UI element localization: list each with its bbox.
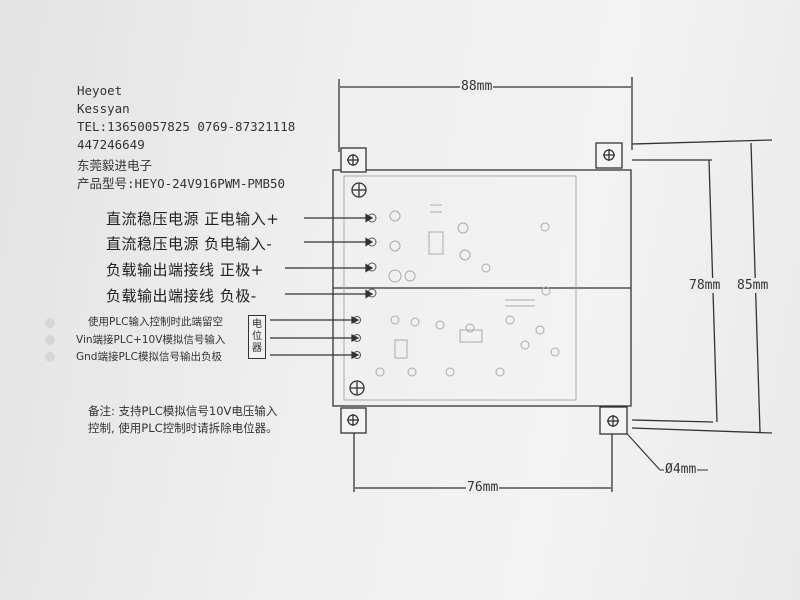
mounting-holes: [347, 149, 619, 427]
terminal-label-neg-out: 负载输出端接线 负极-: [106, 287, 257, 305]
pcb-components: [375, 204, 560, 377]
terminal-label-neg-in: 直流稳压电源 负电输入-: [106, 235, 273, 253]
plc-arrows: [270, 316, 360, 359]
note-line1: 备注: 支持PLC模拟信号10V电压输入: [88, 404, 278, 418]
header-line1: Heyoet: [77, 83, 123, 98]
terminal-label-pos-in: 直流稳压电源 正电输入+: [106, 210, 280, 228]
potentiometer-label: 电位器: [248, 315, 266, 359]
header-model: 产品型号:HEYO-24V916PWM-PMB50: [77, 176, 286, 191]
board-outline: [332, 169, 632, 407]
header-line2: Kessyan: [77, 101, 130, 116]
plc-label-unused: 使用PLC输入控制时此端留空: [88, 316, 224, 328]
plc-label-vin: Vin端接PLC+10V模拟信号输入: [76, 334, 226, 346]
terminal-arrows: [285, 213, 374, 299]
mounting-tabs: [340, 142, 628, 435]
punch-dots: [45, 318, 55, 362]
header-qq: 447246649: [77, 137, 145, 152]
dim-88mm-label: 88mm: [460, 79, 494, 94]
hole-diameter-label: Ø4mm: [664, 462, 698, 477]
header-company: 东莞毅进电子: [77, 158, 153, 173]
note-line2: 控制, 使用PLC控制时请拆除电位器。: [88, 421, 278, 435]
plc-label-gnd: Gnd端接PLC模拟信号输出负极: [76, 351, 222, 363]
terminal-label-pos-out: 负载输出端接线 正极+: [106, 261, 264, 279]
dim-85mm-label: 85mm: [736, 278, 770, 293]
dim-78mm-label: 78mm: [688, 278, 722, 293]
dim-76mm-label: 76mm: [466, 480, 500, 495]
header-phone: TEL:13650057825 0769-87321118: [77, 119, 296, 134]
